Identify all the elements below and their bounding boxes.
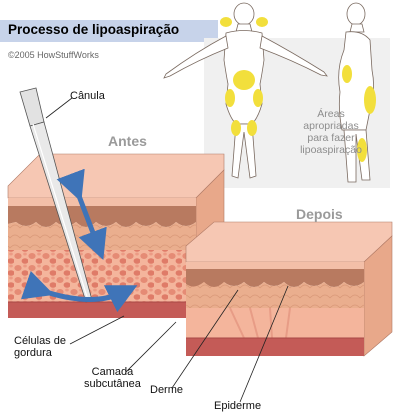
suitable-areas-line-4: lipoaspiração	[300, 144, 362, 156]
side-thigh-fat-area	[357, 138, 367, 162]
copyright-notice: ©2005 HowStuffWorks	[8, 50, 99, 60]
suitable-areas-line-3: para fazer	[307, 132, 355, 144]
fat-cells-label: Células de gordura	[14, 335, 66, 359]
side-body-figure	[338, 2, 376, 183]
dermis-label: Derme	[150, 384, 184, 396]
fat-cells-label-line-2: gordura	[14, 347, 52, 359]
side-abdomen-fat-area	[342, 65, 352, 83]
suitable-areas-note: Áreas apropriadas para fazer lipoaspiraç…	[292, 108, 370, 156]
after-label: Depois	[296, 206, 343, 222]
thigh-fat-area-right	[247, 120, 257, 136]
subcutaneous-label-line-1: Camada	[91, 366, 134, 378]
cannula-label: Cânula	[70, 90, 105, 102]
thigh-fat-area-left	[231, 120, 241, 136]
abdomen-fat-area	[233, 70, 255, 90]
epidermis-label: Epiderme	[214, 400, 262, 412]
side-buttock-fat-area	[364, 86, 376, 114]
subcutaneous-label-line-2: subcutânea	[84, 378, 141, 390]
hip-fat-area-left	[225, 89, 235, 107]
arm-fat-area-left	[220, 17, 232, 27]
fat-cells-label-line-1: Células de	[14, 335, 66, 347]
before-label: Antes	[108, 133, 147, 149]
motion-arrows	[20, 168, 138, 313]
subcutaneous-label: Camada subcutânea	[84, 366, 141, 390]
front-body-figure	[163, 2, 328, 179]
suitable-areas-line-1: Áreas	[317, 108, 345, 120]
skin-block-after	[185, 221, 393, 357]
arm-fat-area-right	[256, 17, 268, 27]
leader-lines	[45, 97, 289, 403]
suitable-areas-line-2: apropriadas	[303, 120, 359, 132]
hip-fat-area-right	[253, 89, 263, 107]
page-title: Processo de lipoaspiração	[8, 22, 180, 37]
title-bar	[0, 20, 218, 42]
